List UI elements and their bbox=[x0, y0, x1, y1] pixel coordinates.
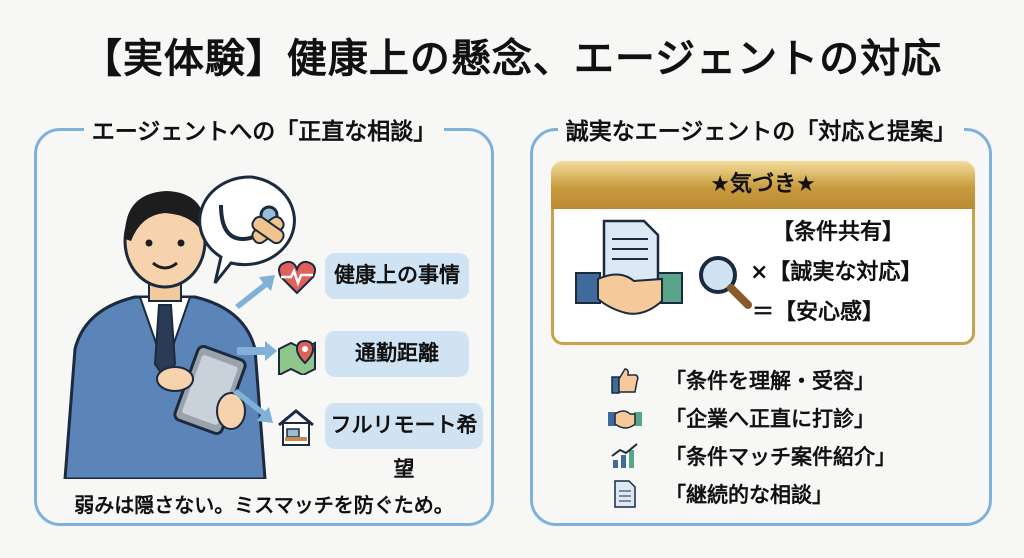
thumbs-up-icon bbox=[607, 364, 643, 396]
insight-box: 【条件共有】 ×【誠実な対応】 ＝【安心感】 bbox=[551, 209, 975, 345]
arrow-icon bbox=[237, 341, 277, 361]
map-pin-icon bbox=[278, 339, 316, 375]
document-icon bbox=[607, 478, 643, 510]
bottom-note: 弱みは隠さない。ミスマッチを防ぐため。 bbox=[74, 493, 454, 517]
formula-line-1: 【条件共有】 bbox=[772, 220, 905, 245]
growth-chart-icon bbox=[607, 440, 643, 472]
list-item: 「条件を理解・受容」 bbox=[607, 363, 967, 397]
arrow-icon bbox=[233, 389, 273, 423]
tag-remote: フルリモート希望 bbox=[325, 403, 483, 481]
page-title: 【実体験】健康上の懸念、エージェントの対応 bbox=[81, 36, 943, 82]
arrow-icon bbox=[235, 275, 275, 309]
list-item: 「企業へ正直に打診」 bbox=[607, 401, 967, 435]
handshake-document-icon bbox=[575, 219, 683, 315]
item-text: 「条件を理解・受容」 bbox=[665, 369, 875, 393]
tag-commute: 通勤距離 bbox=[325, 331, 469, 377]
magnifier-icon bbox=[699, 256, 752, 309]
handshake-icon bbox=[607, 402, 643, 434]
item-text: 「企業へ正直に打診」 bbox=[665, 407, 875, 431]
stethoscope-bubble-icon bbox=[198, 175, 296, 284]
formula-line-2: ×【誠実な対応】 bbox=[750, 260, 923, 285]
tag-health: 健康上の事情 bbox=[325, 253, 469, 299]
home-office-icon bbox=[278, 409, 314, 446]
panel-heading: エージェントへの「正直な相談」 bbox=[83, 119, 445, 145]
insight-banner: ★気づき★ bbox=[551, 161, 975, 209]
item-text: 「条件マッチ案件紹介」 bbox=[665, 445, 896, 469]
list-item: 「条件マッチ案件紹介」 bbox=[607, 439, 967, 473]
panel-heading: 誠実なエージェントの「対応と提案」 bbox=[557, 119, 965, 145]
response-proposal-panel: 誠実なエージェントの「対応と提案」 ★気づき★ 【条件共有】 ×【誠実な対応】 … bbox=[530, 119, 992, 526]
formula-line-3: ＝【安心感】 bbox=[752, 300, 885, 325]
item-text: 「継続的な相談」 bbox=[665, 483, 833, 507]
honest-consultation-panel: エージェントへの「正直な相談」 bbox=[34, 119, 494, 526]
heartbeat-icon bbox=[278, 260, 316, 295]
list-item: 「継続的な相談」 bbox=[607, 477, 967, 511]
